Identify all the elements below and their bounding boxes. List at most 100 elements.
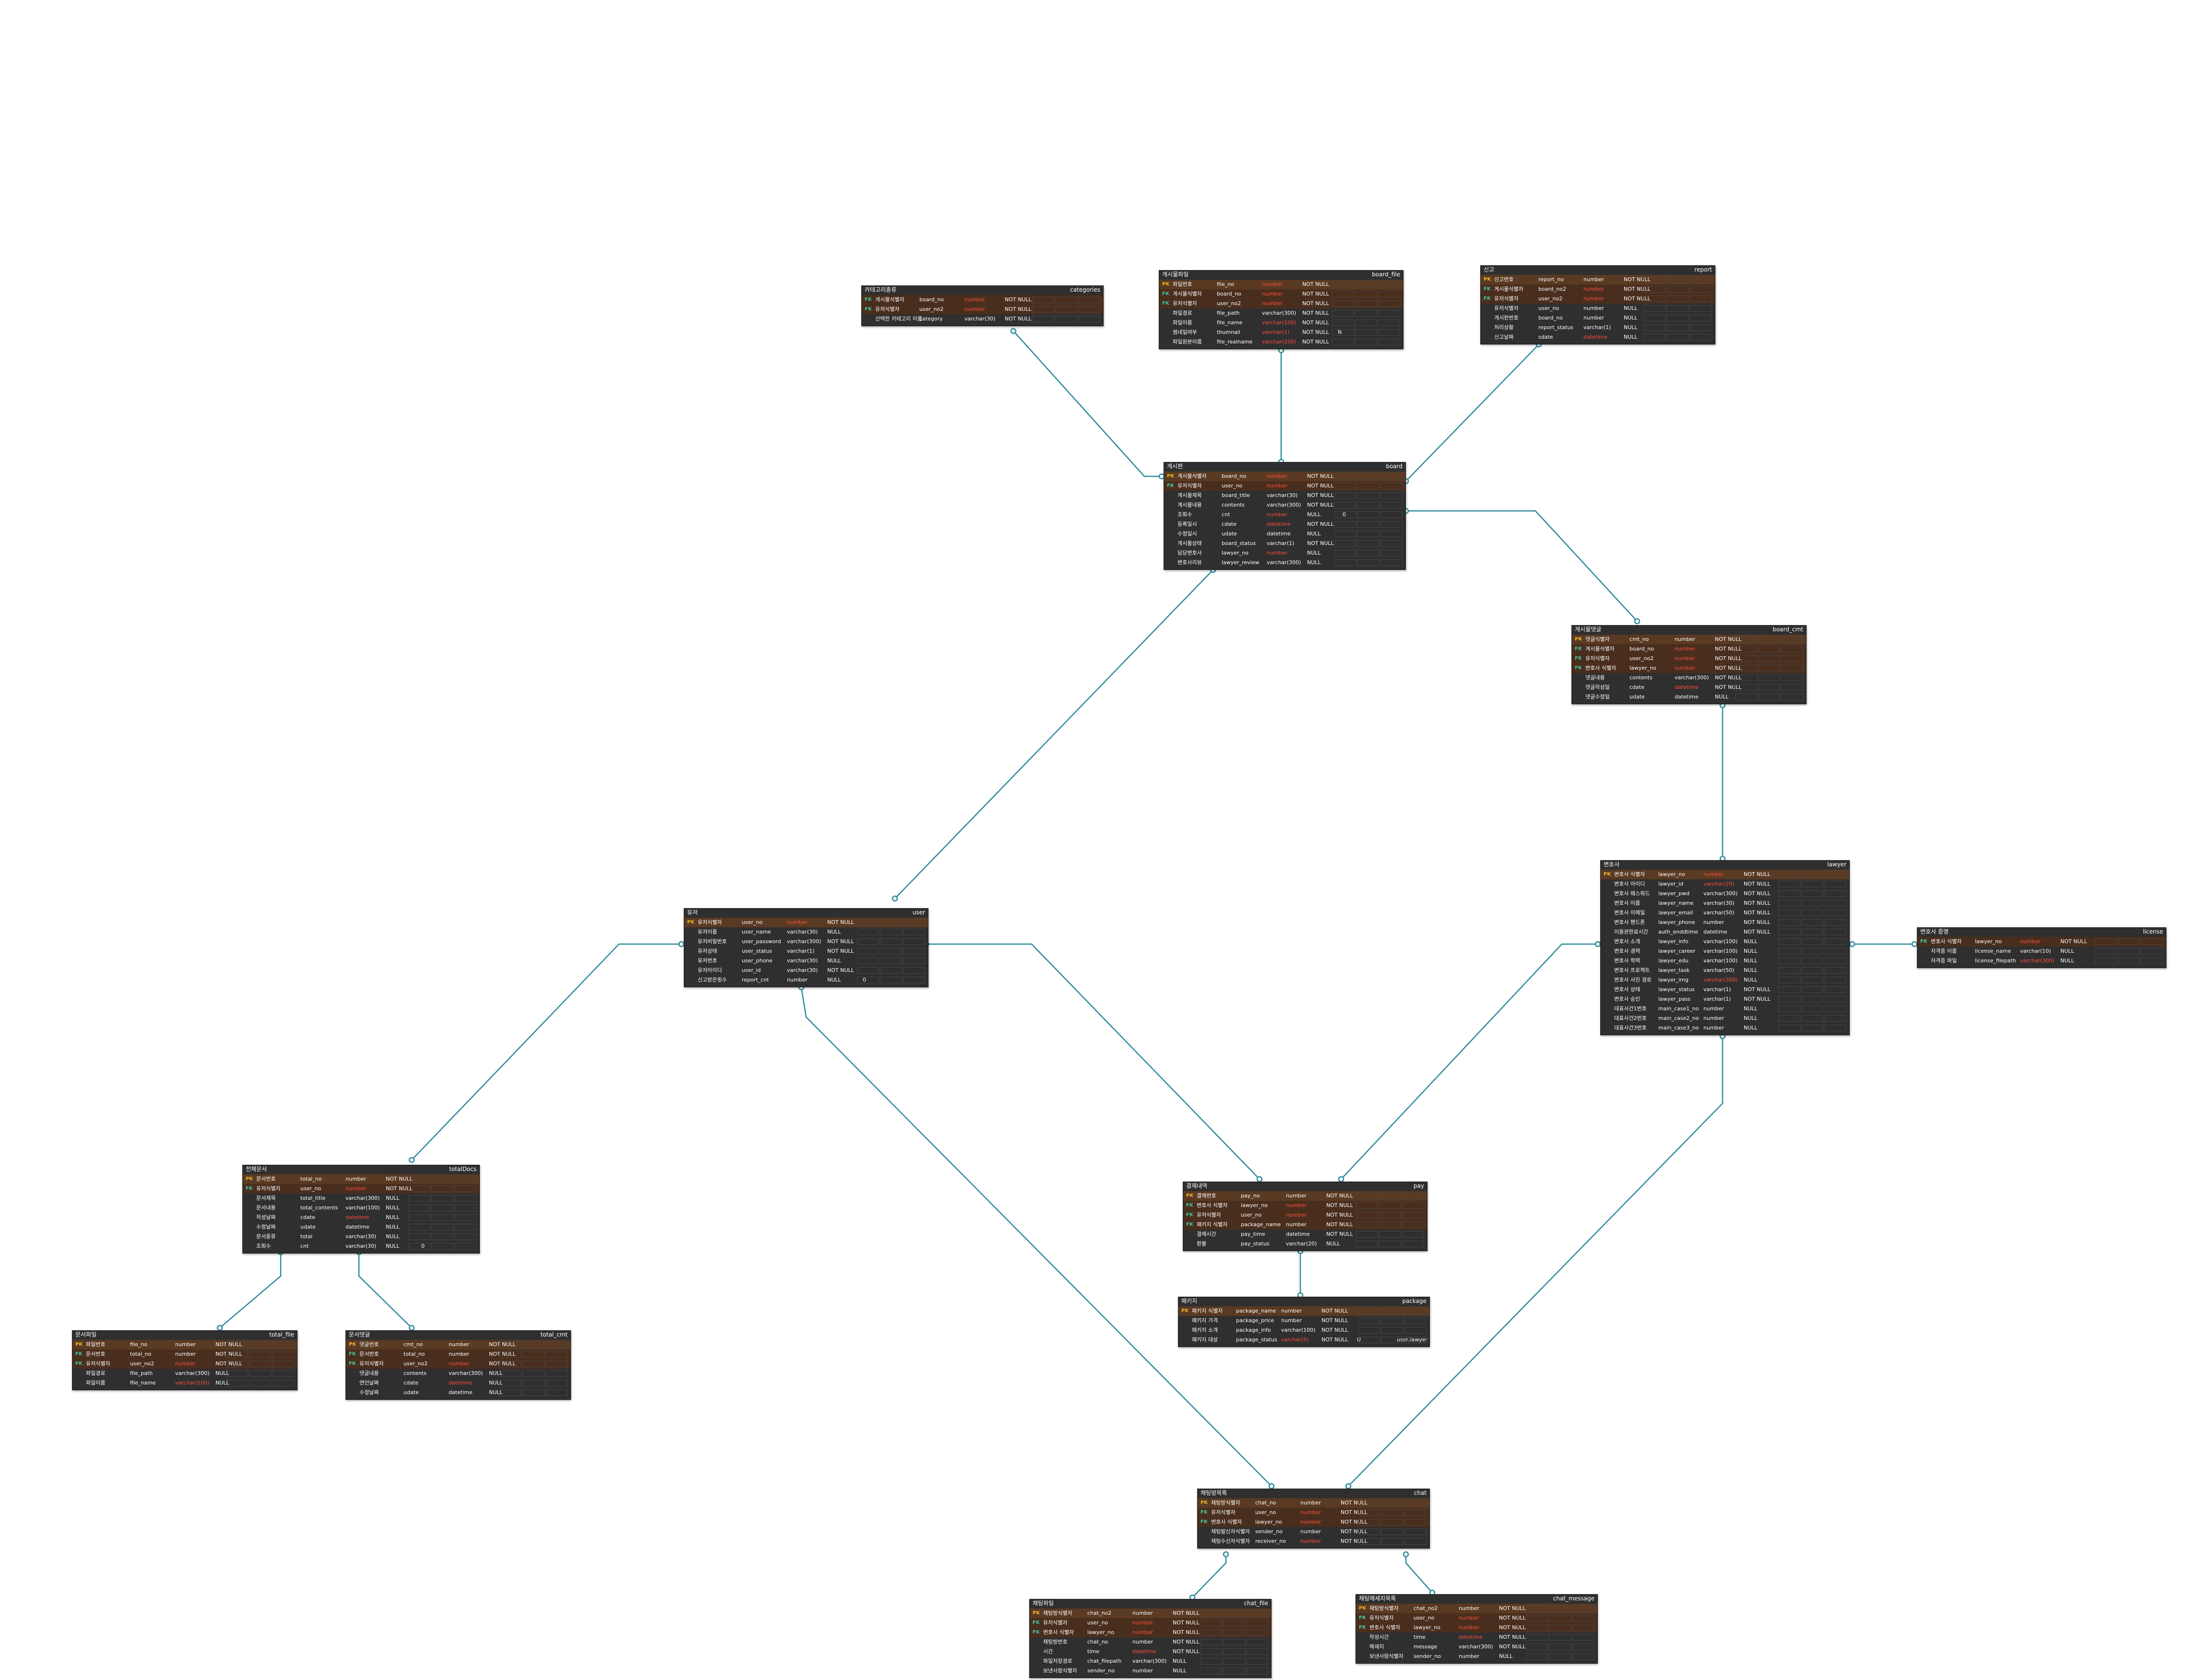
column-row[interactable]: PK게시물식별자board_nonumberNOT NULL	[1164, 472, 1405, 481]
table-totalDocs[interactable]: 전체문서totalDocsPK문서번호total_nonumberNOT NUL…	[242, 1165, 480, 1254]
column-row[interactable]: FK유저식별자user_nonumberNOT NULL	[1356, 1613, 1597, 1623]
column-row[interactable]: 패키지 대상package_statusvarchar(5)NOT NULLUu…	[1178, 1335, 1429, 1345]
column-row[interactable]: FK문서번호total_nonumberNOT NULL	[346, 1349, 571, 1359]
column-row[interactable]: FK유저식별자user_no2numberNOT NULL	[346, 1359, 571, 1369]
column-row[interactable]: 조회수cntnumberNULL0	[1164, 510, 1405, 520]
table-chat_file[interactable]: 채팅파일chat_filePK채팅방식별자chat_no2numberNOT N…	[1029, 1599, 1272, 1678]
column-row[interactable]: FK변호사 식별자lawyer_nonumberNOT NULL	[1917, 937, 2166, 946]
column-row[interactable]: FK게시물식별자board_nonumberNOT NULL	[862, 295, 1103, 305]
column-row[interactable]: 변호사 이메일lawyer_emailvarchar(50)NOT NULL	[1601, 908, 1849, 918]
column-row[interactable]: 조회수cntvarchar(30)NULL0	[243, 1242, 479, 1251]
column-row[interactable]: 작성날짜cdatedatetimeNULL	[243, 1213, 479, 1222]
column-row[interactable]: FK유저식별자user_nonumberNOT NULL	[1183, 1210, 1427, 1220]
column-row[interactable]: PK변호사 식별자lawyer_nonumberNOT NULL	[1601, 870, 1849, 879]
column-row[interactable]: 신고받은횟수report_cntnumberNULL0	[684, 975, 928, 985]
column-row[interactable]: 환불pay_statusvarchar(20)NULL	[1183, 1239, 1427, 1249]
column-row[interactable]: 게시물내용contentsvarchar(300)NOT NULL	[1164, 500, 1405, 510]
column-row[interactable]: 변호사 사진 경로lawyer_imgvarchar(300)NULL	[1601, 975, 1849, 985]
column-row[interactable]: FK패키지 식별자package_namenumberNOT NULL	[1183, 1220, 1427, 1230]
column-row[interactable]: 썸네일여부thumnailvarchar(1)NOT NULLN	[1159, 328, 1403, 337]
column-row[interactable]: FK게시물식별자board_nonumberNOT NULL	[1572, 644, 1806, 654]
column-row[interactable]: 보낸사람식별자sender_nonumberNULL	[1356, 1652, 1597, 1661]
column-row[interactable]: FK유저식별자user_no2numberNOT NULL	[1572, 654, 1806, 663]
table-total_cmt[interactable]: 문서댓글total_cmtPK댓글번호cmt_nonumberNOT NULLF…	[345, 1330, 571, 1400]
column-row[interactable]: PK결제번호pay_nonumberNOT NULL	[1183, 1191, 1427, 1201]
column-row[interactable]: 이용관한료시간auth_enddtimedatetimeNOT NULL	[1601, 927, 1849, 937]
column-row[interactable]: 변호사리뷰lawyer_reviewvarchar(300)NULL	[1164, 558, 1405, 568]
column-row[interactable]: 신고날짜sdatedatetimeNULL	[1481, 332, 1715, 342]
column-row[interactable]: 파일경로file_pathvarchar(300)NOT NULL	[1159, 308, 1403, 318]
column-row[interactable]: 유저식별자user_nonumberNULL	[1481, 304, 1715, 313]
column-row[interactable]: 유저비밀번호user_passwordvarchar(300)NOT NULL	[684, 937, 928, 946]
column-row[interactable]: 변호사 이름lawyer_namevarchar(30)NOT NULL	[1601, 899, 1849, 908]
table-user[interactable]: 유저userPK유저식별자user_nonumberNOT NULL유저이름us…	[684, 908, 928, 987]
column-row[interactable]: PK패키지 식별자package_namenumberNOT NULL	[1178, 1306, 1429, 1316]
column-row[interactable]: 메세지messagevarchar(300)NOT NULL	[1356, 1642, 1597, 1652]
column-row[interactable]: 등록일시cdatedatetimeNOT NULL	[1164, 520, 1405, 529]
column-row[interactable]: 파일저장경로chat_filepathvarchar(300)NULL	[1030, 1656, 1271, 1666]
column-row[interactable]: 문서내용total_contentsvarchar(100)NULL	[243, 1203, 479, 1213]
column-row[interactable]: FK변호사 식별자lawyer_nonumberNOT NULL	[1356, 1623, 1597, 1633]
column-row[interactable]: 파일이름file_namevarchar(100)NULL	[72, 1378, 297, 1388]
column-row[interactable]: 보낸사람식별자sender_nonumberNULL	[1030, 1666, 1271, 1676]
column-row[interactable]: 선택한 카테고리 이름categoryvarchar(30)NOT NULL	[862, 314, 1103, 324]
column-row[interactable]: PK채팅방식별자chat_no2numberNOT NULL	[1356, 1604, 1597, 1613]
column-row[interactable]: 변호사 프로젝트lawyer_taskvarchar(50)NULL	[1601, 966, 1849, 975]
table-pay[interactable]: 결제내역payPK결제번호pay_nonumberNOT NULLFK변호사 식…	[1183, 1182, 1427, 1251]
column-row[interactable]: FK유저식별자user_no2numberNOT NULL	[1481, 294, 1715, 304]
column-row[interactable]: FK유저식별자user_nonumberNOT NULL	[1030, 1618, 1271, 1628]
column-row[interactable]: 문서제목total_titlevarchar(300)NULL	[243, 1194, 479, 1203]
column-row[interactable]: 채팅수신자식별자receiver_nonumberNOT NULL	[1198, 1537, 1429, 1546]
table-report[interactable]: 신고reportPK신고번호report_nonumberNOT NULLFK게…	[1480, 265, 1715, 344]
column-row[interactable]: 작성시간timedatetimeNOT NULL	[1356, 1633, 1597, 1642]
column-row[interactable]: FK유저식별자user_nonumberNOT NULL	[243, 1184, 479, 1194]
table-total_file[interactable]: 문서파일total_filePK파일번호file_nonumberNOT NUL…	[72, 1330, 297, 1390]
table-chat_message[interactable]: 채팅메세지목록chat_messagePK채팅방식별자chat_no2numbe…	[1356, 1594, 1598, 1664]
column-row[interactable]: FK게시물식별자board_no2numberNOT NULL	[1481, 284, 1715, 294]
column-row[interactable]: 처리상황report_statusvarchar(1)NULL	[1481, 323, 1715, 332]
column-row[interactable]: 변호사 상태lawyer_statusvarchar(1)NOT NULL	[1601, 985, 1849, 994]
column-row[interactable]: FK유저식별자user_no2numberNOT NULL	[72, 1359, 297, 1369]
column-row[interactable]: 변호사 핸드폰lawyer_phonenumberNOT NULL	[1601, 918, 1849, 927]
column-row[interactable]: 담당변호사lawyer_nonumberNULL	[1164, 548, 1405, 558]
column-row[interactable]: 자격증 이름license_namevarchar(10)NULL	[1917, 946, 2166, 956]
column-row[interactable]: 수정일시udatedatetimeNULL	[1164, 529, 1405, 539]
column-row[interactable]: FK게시물식별자board_nonumberNOT NULL	[1159, 289, 1403, 299]
column-row[interactable]: 패키지 소개package_infovarchar(100)NOT NULL	[1178, 1325, 1429, 1335]
table-categories[interactable]: 카테고리종류categoriesFK게시물식별자board_nonumberNO…	[861, 285, 1104, 326]
column-row[interactable]: 댓글내용contentsvarchar(300)NOT NULL	[1572, 673, 1806, 683]
column-row[interactable]: 문서종류totalvarchar(30)NULL	[243, 1232, 479, 1242]
column-row[interactable]: FK변호사 식별자lawyer_nonumberNOT NULL	[1030, 1628, 1271, 1637]
column-row[interactable]: 파일경로file_pathvarchar(300)NULL	[72, 1369, 297, 1378]
column-row[interactable]: 변호사 경력lawyer_careervarchar(100)NULL	[1601, 946, 1849, 956]
column-row[interactable]: 대표사건2번호main_case2_nonumberNULL	[1601, 1014, 1849, 1023]
column-row[interactable]: FK변호사 식별자lawyer_nonumberNOT NULL	[1198, 1517, 1429, 1527]
column-row[interactable]: 자격증 파일license_filepathvarchar(300)NULL	[1917, 956, 2166, 966]
table-board_cmt[interactable]: 게시물댓글board_cmtPK댓글식별자cmt_nonumberNOT NUL…	[1571, 625, 1807, 704]
column-row[interactable]: 수정날짜udatedatetimeNULL	[346, 1388, 571, 1397]
column-row[interactable]: 게시물상태board_statusvarchar(1)NOT NULL	[1164, 539, 1405, 548]
column-row[interactable]: 변호사 아이디lawyer_idvarchar(20)NOT NULL	[1601, 879, 1849, 889]
column-row[interactable]: PK댓글식별자cmt_nonumberNOT NULL	[1572, 635, 1806, 644]
column-row[interactable]: PK파일번호file_nonumberNOT NULL	[1159, 280, 1403, 289]
column-row[interactable]: 채팅방번호chat_nonumberNOT NULL	[1030, 1637, 1271, 1647]
column-row[interactable]: 유저상태user_statusvarchar(1)NOT NULL	[684, 946, 928, 956]
column-row[interactable]: 파일이름file_namevarchar(100)NOT NULL	[1159, 318, 1403, 328]
column-row[interactable]: 변호사 학력lawyer_eduvarchar(100)NULL	[1601, 956, 1849, 966]
column-row[interactable]: 댓글수정일udatedatetimeNULL	[1572, 692, 1806, 702]
column-row[interactable]: 패키지 가격package_pricenumberNOT NULL	[1178, 1316, 1429, 1325]
column-row[interactable]: 유저번호user_phonevarchar(30)NULL	[684, 956, 928, 966]
table-board[interactable]: 게시판boardPK게시물식별자board_nonumberNOT NULLFK…	[1164, 462, 1406, 570]
column-row[interactable]: 대표사건3번호main_case3_nonumberNULL	[1601, 1023, 1849, 1033]
column-row[interactable]: 시간timedatetimeNOT NULL	[1030, 1647, 1271, 1656]
table-lawyer[interactable]: 변호사lawyerPK변호사 식별자lawyer_nonumberNOT NUL…	[1600, 860, 1850, 1035]
table-license[interactable]: 변호사 증명licenseFK변호사 식별자lawyer_nonumberNOT…	[1917, 927, 2166, 968]
column-row[interactable]: PK유저식별자user_nonumberNOT NULL	[684, 918, 928, 927]
column-row[interactable]: PK채팅방식별자chat_no2numberNOT NULL	[1030, 1609, 1271, 1618]
column-row[interactable]: 변호사 소개lawyer_infovarchar(100)NULL	[1601, 937, 1849, 946]
column-row[interactable]: 변호사 승인lawyer_passvarchar(1)NOT NULL	[1601, 994, 1849, 1004]
column-row[interactable]: 게시판번호board_nonumberNULL	[1481, 313, 1715, 323]
column-row[interactable]: 게시물제목board_titlevarchar(30)NOT NULL	[1164, 491, 1405, 500]
column-row[interactable]: FK유저식별자user_nonumberNOT NULL	[1164, 481, 1405, 491]
column-row[interactable]: FK문서번호total_nonumberNOT NULL	[72, 1349, 297, 1359]
